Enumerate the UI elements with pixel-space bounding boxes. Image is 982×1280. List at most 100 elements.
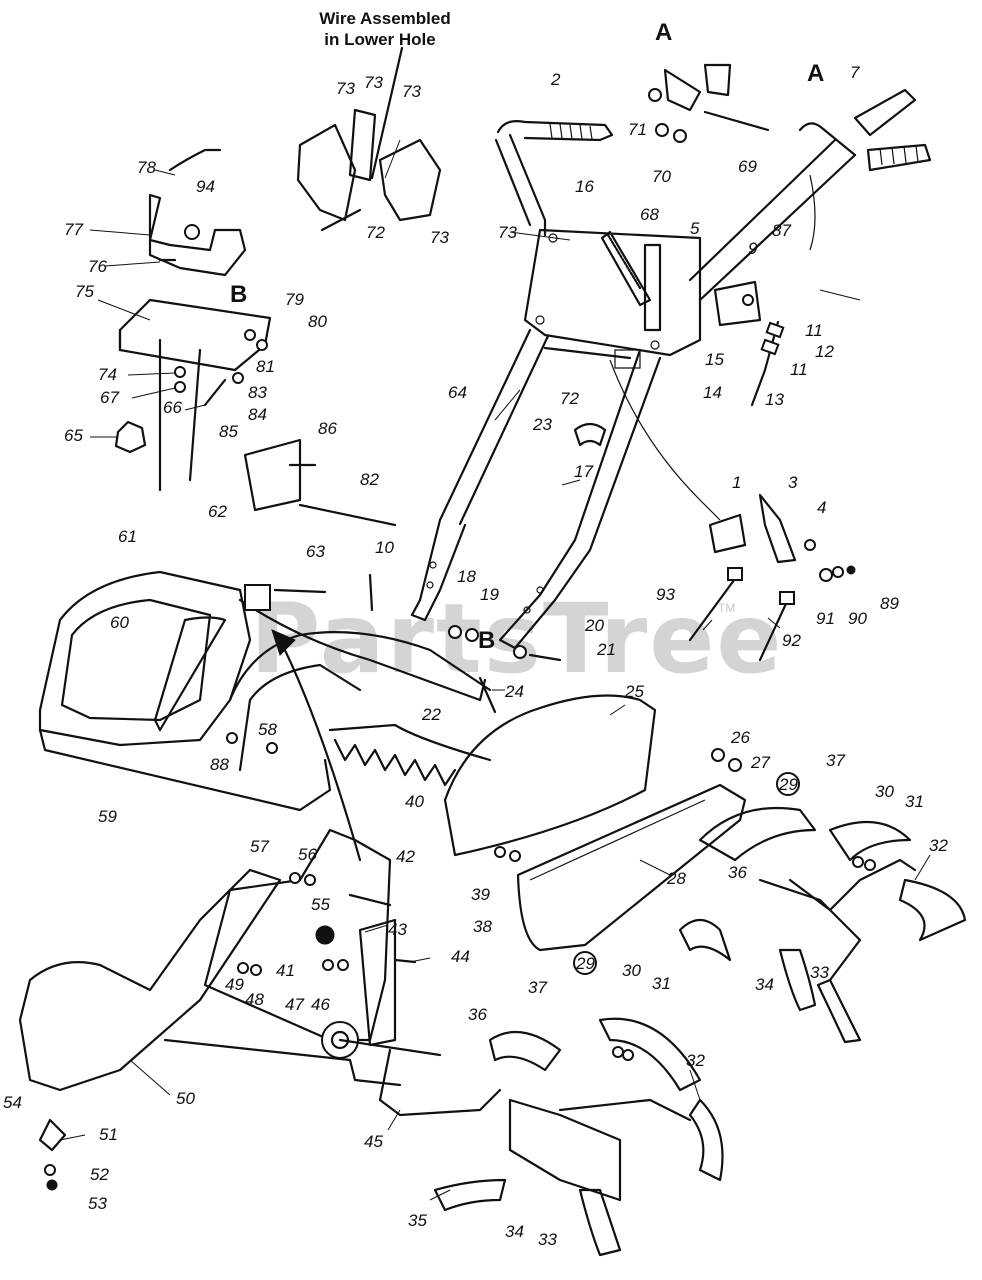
nut-49	[237, 962, 249, 974]
nut-88	[226, 732, 238, 744]
bracket-23	[573, 422, 607, 447]
callout-37a: 37	[826, 751, 845, 770]
callout-20: 20	[584, 616, 604, 635]
callout-13: 13	[765, 390, 784, 409]
callout-70: 70	[652, 167, 671, 186]
callout-39: 39	[471, 885, 490, 904]
callout-23: 23	[532, 415, 552, 434]
callout-labels: 1 2 3 4 5 7 9 10 11 11 12 13 14 15 16 17…	[3, 63, 948, 1249]
callout-28: 28	[666, 869, 686, 888]
callout-44: 44	[451, 947, 470, 966]
callout-91: 91	[816, 609, 835, 628]
callout-85: 85	[219, 422, 238, 441]
cable-92	[758, 593, 792, 662]
cable-92-fitting	[779, 591, 795, 605]
callout-22: 22	[421, 705, 441, 724]
callout-29a: 29	[778, 775, 798, 794]
spring-68	[606, 233, 642, 290]
callout-82: 82	[360, 470, 379, 489]
leader-line	[97, 299, 151, 321]
right-grip-ribs	[879, 145, 919, 166]
callout-16: 16	[575, 177, 594, 196]
callout-12: 12	[815, 342, 834, 361]
throttle-lever	[663, 68, 702, 112]
frame-50	[18, 868, 282, 1092]
right-grip-upper	[853, 88, 917, 137]
tine-hub-bottom	[508, 1098, 622, 1202]
nut-57	[289, 872, 301, 884]
left-grip	[496, 120, 614, 142]
callout-29b: 29	[575, 954, 595, 973]
nut-27	[728, 758, 742, 772]
right-grip-lower	[866, 143, 932, 172]
callout-3: 3	[788, 473, 798, 492]
bracket-62	[244, 584, 271, 611]
axle-hub-inner	[330, 1030, 350, 1050]
callout-37b: 37	[528, 978, 547, 997]
washer-56	[304, 874, 316, 886]
callout-60: 60	[110, 613, 129, 632]
callout-78: 78	[137, 158, 156, 177]
pin-24	[478, 676, 497, 714]
side-plates	[443, 694, 747, 952]
throttle-control	[648, 63, 770, 143]
callout-45: 45	[364, 1132, 383, 1151]
wire-note: Wire Assembled in Lower Hole	[319, 9, 451, 180]
bracket-73-left	[296, 123, 357, 222]
bolt-58	[266, 742, 278, 754]
callout-73b: 73	[364, 73, 383, 92]
wheel-arm-45	[378, 1048, 502, 1117]
leader-line	[767, 617, 781, 629]
control-cable	[609, 359, 721, 521]
handle-hole	[426, 581, 434, 589]
rod-78	[168, 148, 222, 172]
callout-47: 47	[285, 995, 304, 1014]
washer-19	[465, 628, 479, 642]
callout-64: 64	[448, 383, 467, 402]
nut-79	[244, 329, 256, 341]
callout-21: 21	[596, 640, 616, 659]
reference-letter-b1: B	[230, 281, 247, 308]
callout-31a: 31	[905, 792, 924, 811]
circle-marker-29-bottom	[573, 951, 597, 975]
callout-2: 2	[550, 70, 561, 89]
callout-75: 75	[75, 282, 94, 301]
nut-94	[184, 224, 200, 240]
lower-cable-bracket	[688, 493, 856, 662]
callout-52: 52	[90, 1165, 109, 1184]
washer-20	[513, 645, 527, 659]
callout-15: 15	[705, 350, 724, 369]
callout-43: 43	[388, 920, 407, 939]
callout-63: 63	[306, 542, 325, 561]
callout-27: 27	[750, 753, 770, 772]
callout-53: 53	[88, 1194, 107, 1213]
callout-35: 35	[408, 1211, 427, 1230]
transmission-frame	[18, 828, 502, 1191]
callout-32b: 32	[686, 1051, 705, 1070]
callout-92: 92	[782, 631, 801, 650]
handle-left-tube-inner	[494, 138, 532, 227]
callout-11a: 11	[805, 321, 823, 340]
callout-4: 4	[817, 498, 826, 517]
washer-18	[448, 625, 462, 639]
callout-61: 61	[118, 527, 137, 546]
tine-32-side-right	[898, 878, 967, 942]
tine-36-bottom	[488, 1030, 562, 1072]
shield-center-inner	[238, 663, 362, 772]
lower-handle-left-inner	[458, 334, 550, 526]
leader-lines	[59, 139, 931, 1201]
leader-line	[129, 1059, 171, 1096]
shield-61	[38, 570, 252, 747]
tine-shield	[38, 570, 497, 862]
callout-90: 90	[848, 609, 867, 628]
watermark: PartsTree TM	[250, 583, 781, 695]
handle-right-top	[798, 122, 857, 157]
depth-slot	[529, 799, 706, 881]
leader-line	[59, 1134, 86, 1141]
tine-shaft-bottom	[558, 1098, 692, 1122]
callout-73c: 73	[402, 82, 421, 101]
callout-66: 66	[163, 398, 182, 417]
bracket-73-cluster	[296, 108, 442, 232]
reference-letter-a2: A	[807, 60, 824, 87]
callout-11b: 11	[790, 360, 808, 379]
